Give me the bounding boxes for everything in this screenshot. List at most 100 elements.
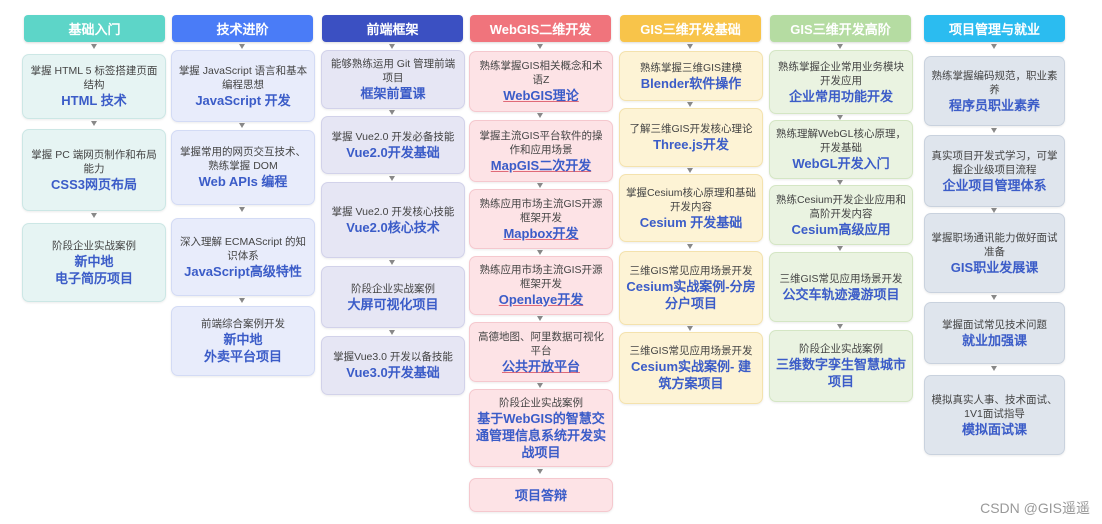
arrow-connector [687,244,693,249]
course-title: 企业常用功能开发 [788,88,893,104]
course-title: Vue2.0核心技术 [346,219,440,235]
arrow-connector [389,176,395,181]
course-title: 项目答辩 [514,487,567,503]
arrow-connector [837,180,843,185]
course-card: 阶段企业实战案例 基于WebGIS的智慧交通管理信息系统开发实战项目 [469,389,613,467]
arrow-connector [991,208,997,213]
course-title: CSS3网页布局 [51,176,137,192]
course-card: 三维GIS常见应用场景开发 公交车轨迹漫游项目 [769,252,913,322]
course-card: 熟练Cesium开发企业应用和高阶开发内容 Cesium高级应用 [769,185,913,245]
course-title: 三维数字孪生智慧城市项目 [775,357,906,389]
course-title: 基于WebGIS的智慧交通管理信息系统开发实战项目 [475,410,606,460]
course-card: 阶段企业实战案例 三维数字孪生智慧城市项目 [769,330,913,402]
course-card: 掌握主流GIS平台软件的操作和应用场景 MapGIS二次开发 [469,120,613,182]
course-card: 掌握 JavaScript 语言和基本编程思想 JavaScript 开发 [171,50,315,122]
course-title: JavaScript 开发 [195,92,291,108]
course-title: Blender软件操作 [640,75,742,91]
arrow-connector [389,110,395,115]
course-title: Three.js开发 [653,137,729,152]
watermark: CSDN @GIS遥遥 [980,500,1090,516]
arrow-connector [389,44,395,49]
course-description: 三维GIS常见应用场景开发 [779,272,903,285]
course-description: 熟练应用市场主流GIS开源框架开发 [479,197,603,224]
course-card: 掌握 HTML 5 标签搭建页面结构 HTML 技术 [22,54,166,119]
arrow-connector [91,121,97,126]
column-header-basics: 基础入门 [24,15,165,42]
course-description: 掌握Vue3.0 开发以备技能 [333,351,453,363]
arrow-connector [837,44,843,49]
course-card: 掌握Vue3.0 开发以备技能 Vue3.0开发基础 [321,336,465,395]
column-header-webgis-2d: WebGIS二维开发 [470,15,611,42]
course-description: 阶段企业实战案例 [799,343,883,355]
arrow-connector [537,113,543,118]
course-title: Cesium 开发基础 [639,214,743,230]
course-description: 阶段企业实战案例 [52,239,136,252]
course-card: 了解三维GIS开发核心理论 Three.js开发 [619,108,763,167]
course-title: Vue3.0开发基础 [346,365,440,380]
course-title: Cesium高级应用 [791,221,891,237]
course-description: 真实项目开发式学习，可掌握企业级项目流程 [931,149,1058,176]
course-description: 熟练掌握GIS相关概念和术语Z [479,60,603,86]
course-title: Cesium实战案例-分房分户项目 [626,279,756,311]
course-card: 掌握 Vue2.0 开发必备技能 Vue2.0开发基础 [321,116,465,174]
course-card: 深入理解 ECMAScript 的知识体系 JavaScript高级特性 [171,218,315,296]
course-description: 三维GIS常见应用场景开发 [629,265,753,277]
course-description: 熟练掌握编码规范，职业素养 [931,69,1058,96]
arrow-connector [239,207,245,212]
course-description: 掌握Cesium核心原理和基础开发内容 [625,186,757,213]
course-card: 掌握常用的网页交互技术、熟练掌握 DOM Web APIs 编程 [171,130,315,205]
course-title: WebGL开发入门 [792,156,890,171]
course-card: 项目答辩 [469,478,613,512]
column-header-gis-3d-advanced: GIS三维开发高阶 [770,15,911,42]
arrow-connector [537,383,543,388]
course-description: 掌握主流GIS平台软件的操作和应用场景 [479,129,603,156]
arrow-connector [687,168,693,173]
course-description: 掌握 Vue2.0 开发必备技能 [331,130,455,143]
course-card: 阶段企业实战案例 新中地 电子简历项目 [22,223,166,302]
course-description: 高德地图、阿里数据可视化平台 [478,330,604,357]
arrow-connector [991,128,997,133]
course-description: 熟练掌握三维GIS建模 [639,61,743,74]
course-description: 掌握 PC 端网页制作和布局能力 [31,148,157,175]
course-title: Openlaye开发 [498,292,584,307]
course-card: 熟练掌握编码规范，职业素养 程序员职业素养 [924,56,1065,126]
course-card: 掌握 PC 端网页制作和布局能力 CSS3网页布局 [22,129,166,211]
course-card: 熟练掌握企业常用业务模块开发应用 企业常用功能开发 [769,50,913,114]
course-card: 前端综合案例开发 新中地 外卖平台项目 [171,306,315,376]
course-title: Vue2.0开发基础 [346,144,440,160]
column-header-project-employment: 项目管理与就业 [924,15,1065,42]
arrow-connector [239,298,245,303]
course-card: 熟练掌握GIS相关概念和术语Z WebGIS理论 [469,51,613,112]
arrow-connector [687,102,693,107]
arrow-connector [991,44,997,49]
course-title: HTML 技术 [61,93,127,108]
course-card: 熟练应用市场主流GIS开源框架开发 Openlaye开发 [469,256,613,315]
course-card: 三维GIS常见应用场景开发 Cesium实战案例- 建筑方案项目 [619,332,763,404]
course-title: 就业加强课 [961,332,1027,348]
course-card: 掌握面试常见技术问题 就业加强课 [924,302,1065,364]
arrow-connector [389,260,395,265]
course-card: 阶段企业实战案例 大屏可视化项目 [321,266,465,328]
course-description: 了解三维GIS开发核心理论 [629,123,753,135]
course-title: 企业项目管理体系 [942,177,1047,193]
course-description: 熟练应用市场主流GIS开源框架开发 [479,264,603,290]
arrow-connector [537,44,543,49]
arrow-connector [687,44,693,49]
course-title: Cesium实战案例- 建筑方案项目 [631,359,751,391]
course-card: 掌握Cesium核心原理和基础开发内容 Cesium 开发基础 [619,174,763,242]
course-description: 阶段企业实战案例 [499,396,583,409]
course-title: 大屏可视化项目 [347,296,439,312]
course-card: 能够熟练运用 Git 管理前端项目 框架前置课 [321,50,465,109]
course-description: 熟练理解WebGL核心原理，开发基础 [776,128,906,154]
arrow-connector [91,44,97,49]
course-title: Mapbox开发 [503,225,579,241]
course-title: GIS职业发展课 [950,259,1039,275]
course-card: 三维GIS常见应用场景开发 Cesium实战案例-分房分户项目 [619,251,763,325]
arrow-connector [687,326,693,331]
course-title: 框架前置课 [360,86,426,101]
arrow-connector [239,44,245,49]
course-description: 掌握常用的网页交互技术、熟练掌握 DOM [180,146,306,172]
arrow-connector [537,183,543,188]
course-description: 掌握 JavaScript 语言和基本编程思想 [178,64,308,91]
course-description: 掌握 HTML 5 标签搭建页面结构 [30,65,158,91]
